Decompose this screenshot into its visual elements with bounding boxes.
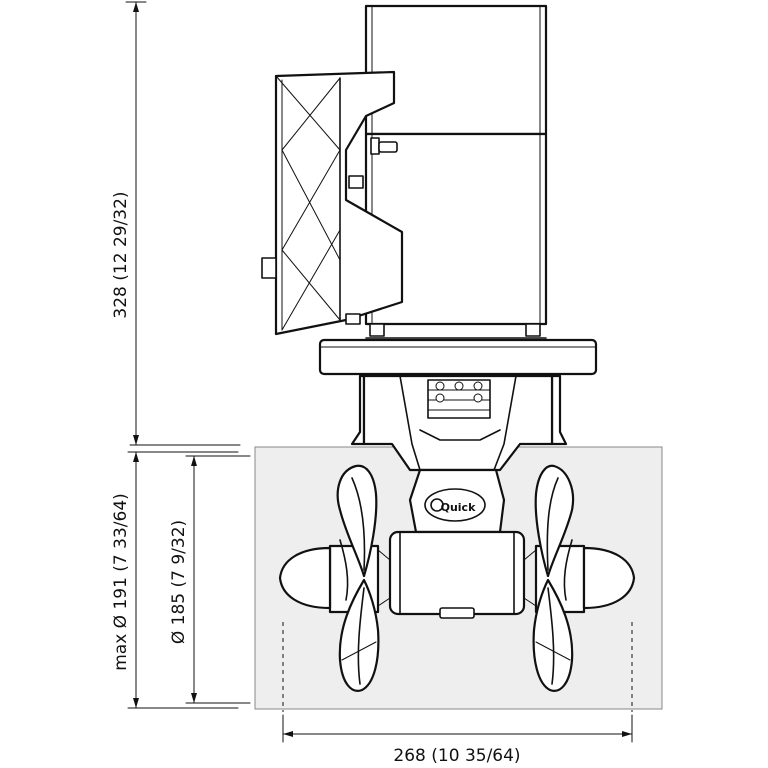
dimension-diameter bbox=[185, 455, 251, 704]
dimension-max-diameter-label: max Ø 191 (7 33/64) bbox=[111, 493, 131, 671]
dimension-width bbox=[282, 622, 633, 743]
quick-logo-text: Quick bbox=[441, 501, 476, 514]
intermediate-housing bbox=[350, 374, 568, 472]
dimension-height-total bbox=[125, 1, 241, 446]
control-box bbox=[261, 70, 404, 336]
dimension-max-diameter bbox=[127, 451, 239, 709]
flange-bolts bbox=[365, 323, 547, 339]
right-propeller-blades bbox=[532, 464, 575, 692]
dimension-diameter-label: Ø 185 (7 9/32) bbox=[169, 520, 189, 644]
gearbox-leg bbox=[408, 468, 506, 534]
blade-roots bbox=[339, 539, 573, 601]
gear-housing bbox=[388, 530, 526, 619]
dimension-width-label: 268 (10 35/64) bbox=[393, 746, 520, 766]
mounting-flange bbox=[318, 338, 598, 376]
left-propeller-blades bbox=[336, 464, 380, 692]
dimension-height-total-label: 328 (12 29/32) bbox=[111, 191, 131, 318]
